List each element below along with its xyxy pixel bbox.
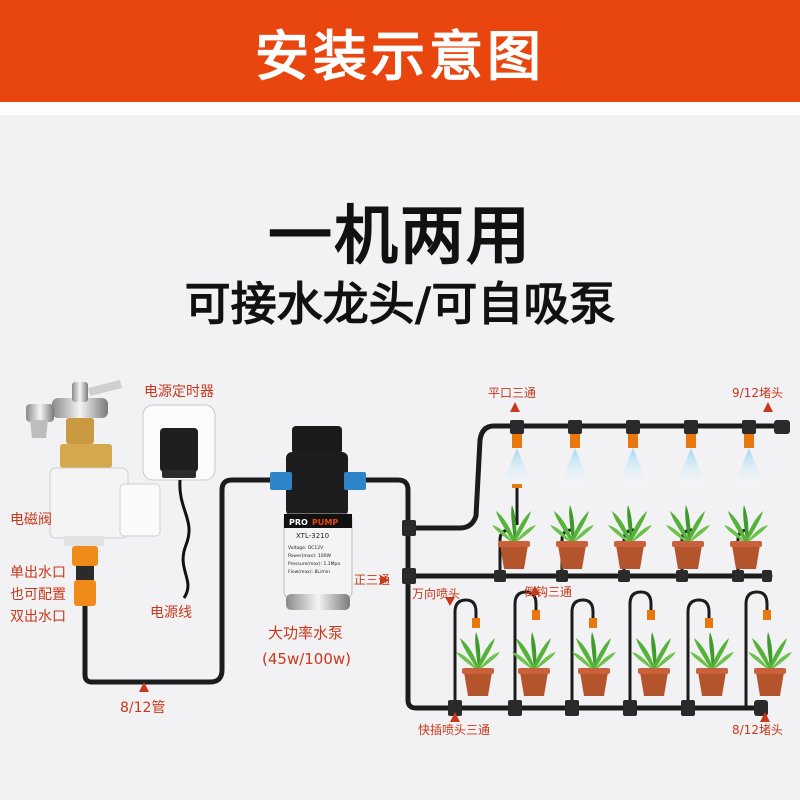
potted-plant	[608, 505, 652, 569]
label-plug-top: 9/12堵头	[732, 386, 783, 400]
label-tee-main: 正三通	[354, 573, 390, 587]
label-power-cord: 电源线	[150, 605, 192, 621]
potted-plant	[456, 632, 500, 696]
label-pump-power: (45w/100w)	[262, 650, 351, 668]
pipe-upper-branch	[405, 423, 783, 531]
power-cord	[178, 479, 191, 599]
middle-plant-row	[492, 505, 768, 582]
label-outlet-2: 也可配置	[10, 587, 66, 603]
outlet-connector	[72, 546, 98, 606]
potted-plant	[550, 505, 594, 569]
label-tee-quick: 快插喷头三通	[418, 723, 490, 737]
pump-spec-1: Voltage: DC12V	[288, 545, 324, 551]
mist-nozzle	[616, 420, 650, 490]
label-plug-bottom: 8/12堵头	[732, 723, 783, 737]
label-tee-barb: 倒钩三通	[524, 585, 572, 599]
pump-brand: PRO	[289, 518, 308, 527]
label-solenoid: 电磁阀	[10, 512, 52, 528]
pump-brand-2: PUMP	[312, 518, 338, 527]
top-nozzle-row	[500, 420, 766, 525]
pump-model: XTL-3210	[296, 532, 329, 540]
faucet	[26, 380, 122, 468]
mist-nozzle	[500, 420, 534, 525]
water-pump: PRO PUMP XTL-3210 Voltage: DC12V Power(m…	[270, 426, 366, 610]
solenoid-valve	[49, 467, 161, 546]
mist-nozzle	[674, 420, 708, 490]
pipe-fittings	[402, 420, 790, 716]
label-markers	[139, 402, 773, 722]
mist-nozzle	[732, 420, 766, 490]
label-pump: 大功率水泵	[268, 624, 343, 642]
label-pipe: 8/12管	[120, 700, 165, 716]
label-tee-flat: 平口三通	[488, 386, 536, 400]
potted-plant	[666, 505, 710, 569]
subline: 可接水龙头/可自吸泵	[184, 277, 616, 331]
mist-nozzle	[558, 420, 592, 490]
pump-spec-3: Pressure(max): 1.1Mpa	[288, 561, 340, 567]
label-outlet-1: 单出水口	[10, 565, 66, 581]
bottom-plant-row	[448, 590, 792, 716]
page-title: 安装示意图	[255, 24, 545, 88]
headline: 一机两用	[268, 200, 532, 274]
pipe-inlet	[82, 477, 283, 685]
pump-spec-4: Flow(max): 8L/min	[288, 569, 330, 575]
pump-spec-2: Power(max): 100W	[288, 553, 331, 559]
power-timer	[142, 404, 216, 599]
pipe-network	[82, 423, 783, 711]
potted-plant	[512, 632, 556, 696]
label-timer: 电源定时器	[144, 384, 214, 400]
pipe-outlet	[355, 477, 763, 711]
banner-bar: 安装示意图	[0, 0, 800, 102]
banner: 安装示意图	[0, 0, 800, 115]
potted-plant	[632, 632, 676, 696]
potted-plant	[690, 632, 734, 696]
potted-plant	[724, 505, 768, 569]
label-nozzle-universal: 万向喷头	[412, 586, 460, 601]
label-outlet-3: 双出水口	[10, 609, 66, 625]
potted-plant	[572, 632, 616, 696]
potted-plant	[748, 632, 792, 696]
